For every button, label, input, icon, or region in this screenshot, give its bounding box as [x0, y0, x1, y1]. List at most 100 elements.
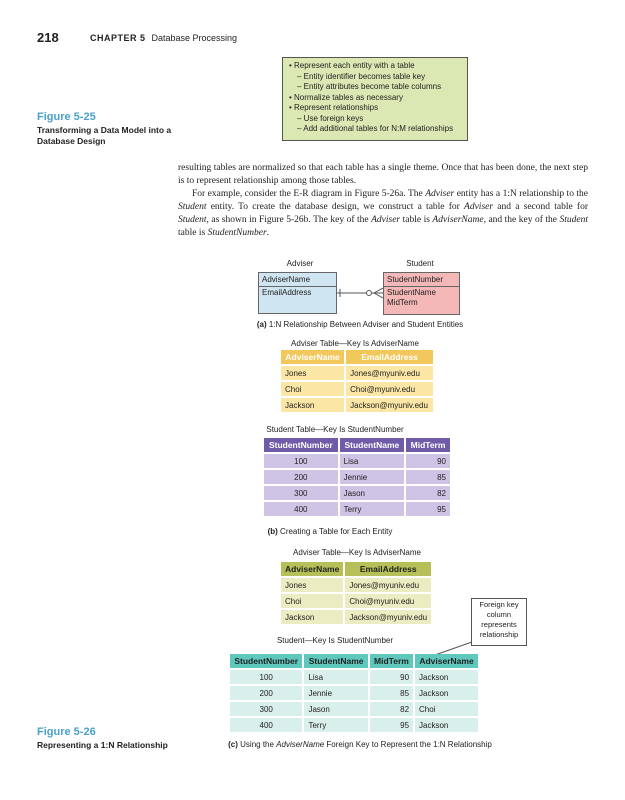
adviser-entity: AdviserName EmailAddress	[258, 272, 337, 314]
bullet-item: • Normalize tables as necessary	[289, 92, 403, 102]
table-cell: Terry	[339, 502, 405, 516]
callout-line: relationship	[479, 630, 519, 639]
bullet-item: • Represent each entity with a table	[289, 61, 415, 70]
table-cell: 400	[230, 718, 303, 732]
figure-25-bullet-box: • Represent each entity with a table– En…	[282, 57, 468, 141]
table-cell: 82	[406, 486, 450, 500]
table-cell: Jackson	[415, 718, 478, 732]
entity-attribute: StudentName	[387, 288, 436, 297]
callout-line: represents	[481, 620, 517, 629]
crows-foot-lower	[373, 292, 383, 299]
bullet-sub-item: – Use foreign keys	[297, 113, 364, 123]
adviser-entity-attributes: EmailAddress	[259, 287, 336, 299]
chapter-title: Database Processing	[151, 33, 238, 43]
table-cell: Choi	[281, 594, 344, 608]
optional-mark	[366, 290, 372, 296]
callout-line: Foreign key	[479, 600, 519, 609]
table-cell: 90	[406, 454, 450, 468]
c-student-table-title: Student—Key Is StudentNumber	[276, 636, 394, 645]
page-number: 218	[37, 30, 59, 45]
entity-attribute: MidTerm	[387, 298, 418, 307]
table-cell: Jackson	[281, 610, 344, 624]
bullet-sub-item: – Entity attributes become table columns	[297, 82, 442, 91]
column-header: MidTerm	[369, 654, 414, 668]
column-header: EmailAddress	[345, 562, 432, 576]
student-entity-label: Student	[406, 259, 434, 268]
bullet-item: • Represent relationships	[289, 103, 379, 112]
callout-line: column	[486, 610, 512, 619]
table-cell: 95	[369, 718, 414, 732]
table-cell: Jason	[304, 702, 368, 716]
paragraph-1: resulting tables are normalized so that …	[178, 163, 588, 186]
column-header: AdviserName	[415, 654, 478, 668]
table-cell: 300	[230, 702, 303, 716]
bullet-sub-item: – Entity identifier becomes table key	[297, 71, 426, 81]
table-cell: 200	[264, 470, 338, 484]
table-cell: 300	[264, 486, 338, 500]
body-text: resulting tables are normalized so that …	[178, 162, 588, 240]
chapter-header: CHAPTER 5 Database Processing	[90, 33, 237, 43]
column-header: StudentName	[304, 654, 368, 668]
table-cell: Jennie	[339, 470, 405, 484]
column-header: AdviserName	[281, 562, 344, 576]
b-adviser-table-title: Adviser Table—Key Is AdviserName	[291, 339, 419, 348]
caption-a: (a) 1:N Relationship Between Adviser and…	[256, 320, 464, 329]
table-cell: 82	[369, 702, 414, 716]
table-cell: Choi@myuniv.edu	[346, 382, 433, 396]
column-header: MidTerm	[406, 438, 450, 452]
figure-26-title: Figure 5-26	[37, 726, 96, 738]
bullet-sub-item: – Add additional tables for N:M relation…	[297, 124, 454, 133]
table-cell: 100	[230, 670, 303, 684]
table-cell: Lisa	[304, 670, 368, 684]
table-cell: 85	[369, 686, 414, 700]
column-header: StudentNumber	[230, 654, 303, 668]
table-cell: Jackson@myuniv.edu	[346, 398, 433, 412]
column-header: StudentName	[339, 438, 405, 452]
caption-c: (c) Using the AdviserName Foreign Key to…	[228, 740, 492, 749]
student-entity-key: StudentNumber	[384, 273, 459, 287]
column-header: StudentNumber	[264, 438, 338, 452]
table-cell: Choi	[415, 702, 478, 716]
callout-pointer	[431, 641, 473, 657]
figure-25-caption: Transforming a Data Model into a Databas…	[37, 125, 172, 146]
table-cell: 95	[406, 502, 450, 516]
figure-26-caption: Representing a 1:N Relationship	[37, 740, 168, 750]
table-cell: Lisa	[339, 454, 405, 468]
table-cell: Jason	[339, 486, 405, 500]
table-cell: 400	[264, 502, 338, 516]
table-cell: Choi@myuniv.edu	[345, 594, 432, 608]
table-cell: Jones	[281, 578, 344, 592]
chapter-label: CHAPTER 5	[90, 33, 146, 43]
callout-pointer-line	[431, 641, 473, 657]
table-cell: 100	[264, 454, 338, 468]
adviser-entity-key: AdviserName	[259, 273, 336, 287]
b-student-table-title: Student Table—Key Is StudentNumber	[266, 425, 404, 434]
table-cell: Jackson	[415, 670, 478, 684]
table-cell: 85	[406, 470, 450, 484]
table-cell: Jones@myuniv.edu	[346, 366, 433, 380]
entity-attribute: EmailAddress	[262, 288, 312, 297]
column-header: EmailAddress	[346, 350, 433, 364]
